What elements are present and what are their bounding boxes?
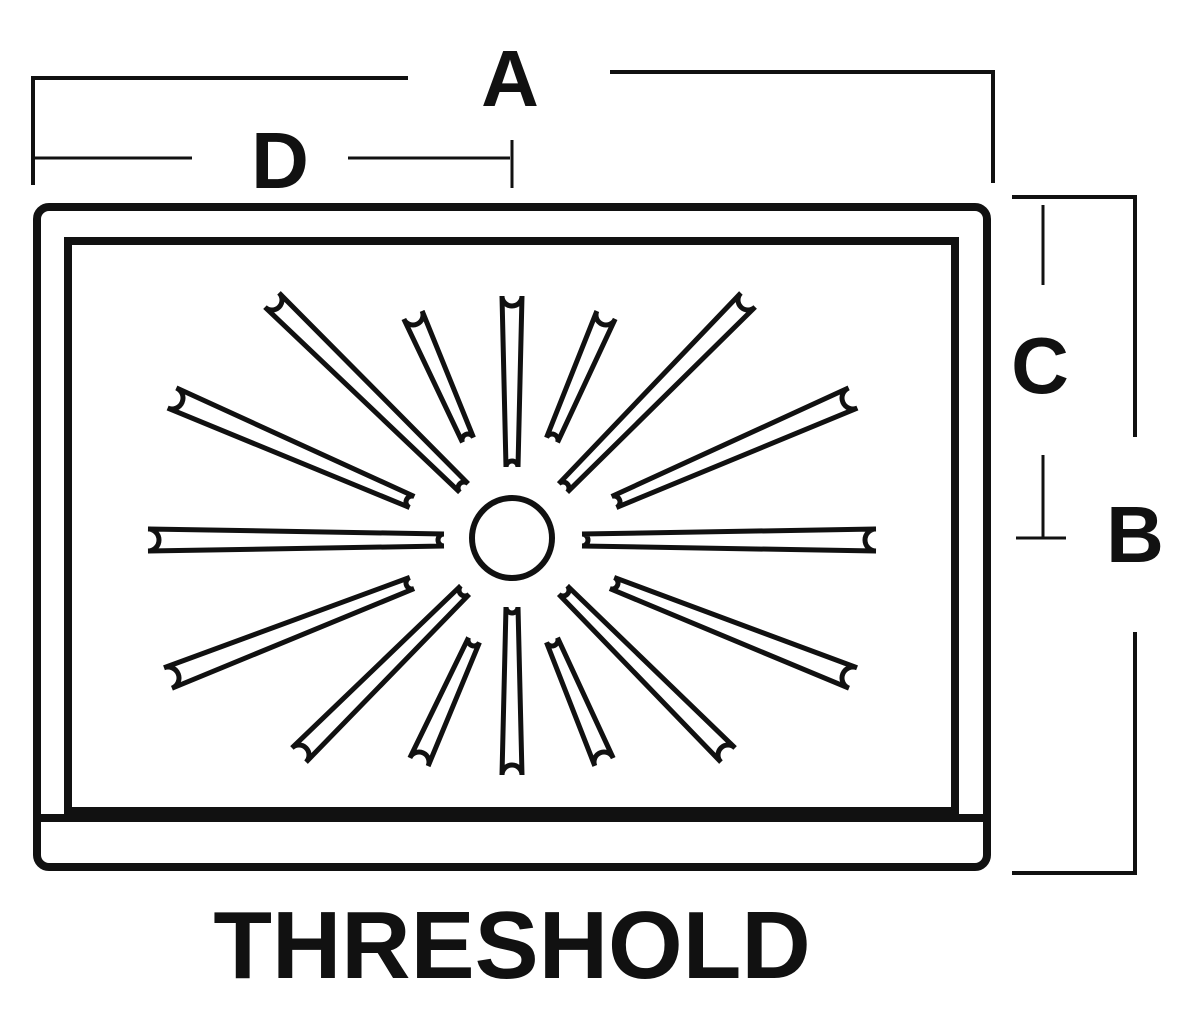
drain-slot (499, 606, 525, 776)
drain-slot (544, 310, 618, 444)
drain-slot (610, 385, 859, 510)
label-a: A (481, 34, 539, 123)
dimension-a: A (31, 34, 995, 185)
drain-slots (147, 291, 877, 776)
drain-slot (608, 575, 858, 691)
drain-slot (556, 583, 737, 764)
label-b: B (1106, 490, 1164, 579)
drain-slot (401, 309, 476, 444)
dimension-b: B (1012, 195, 1164, 875)
dimension-a-line-right (610, 70, 995, 183)
drain-slot (556, 291, 757, 494)
drain-slot (147, 526, 445, 554)
drain-slot (290, 583, 472, 764)
dimension-b-line-top (1012, 195, 1137, 437)
drain-slot (166, 385, 416, 510)
dimension-c: C (1011, 205, 1069, 540)
dimension-d: D (33, 116, 514, 205)
drain-slot (263, 291, 470, 495)
label-d: D (251, 116, 309, 205)
threshold-label: THRESHOLD (213, 892, 810, 999)
drain-slot (544, 636, 616, 767)
drain-slot (499, 295, 525, 468)
center-drain (469, 495, 555, 581)
drain-slot (581, 526, 877, 554)
dimension-a-line-left (31, 76, 408, 185)
dimension-b-line-bottom (1012, 632, 1137, 875)
label-c: C (1011, 321, 1069, 410)
drain-slot (407, 636, 482, 768)
drain-slot (163, 575, 416, 691)
